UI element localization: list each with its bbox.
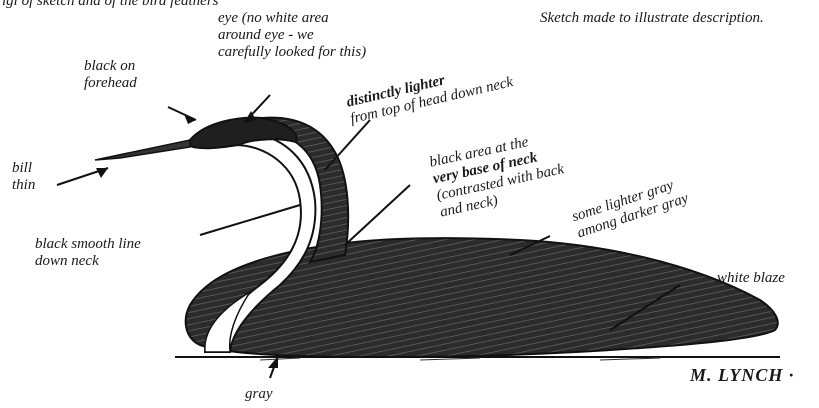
signature: M. LYNCH · bbox=[690, 367, 794, 384]
label-bill: bill thin bbox=[12, 160, 35, 194]
bird-bill bbox=[95, 140, 190, 160]
label-forehead: black on forehead bbox=[84, 58, 137, 92]
pointer-lighter bbox=[325, 120, 370, 170]
sketch-note: Sketch made to illustrate description. bbox=[540, 10, 764, 27]
pointer-smooth bbox=[200, 205, 300, 235]
bird-body bbox=[186, 238, 778, 357]
label-white-blaze: white blaze bbox=[717, 270, 785, 287]
label-eye: eye (no white area around eye - we caref… bbox=[218, 10, 366, 61]
label-smooth-line: black smooth line down neck bbox=[35, 236, 141, 270]
label-gray: gray bbox=[245, 386, 273, 403]
header-fragment: igl of sketch and of the bird feathers bbox=[2, 0, 219, 10]
pointer-base bbox=[345, 185, 410, 245]
